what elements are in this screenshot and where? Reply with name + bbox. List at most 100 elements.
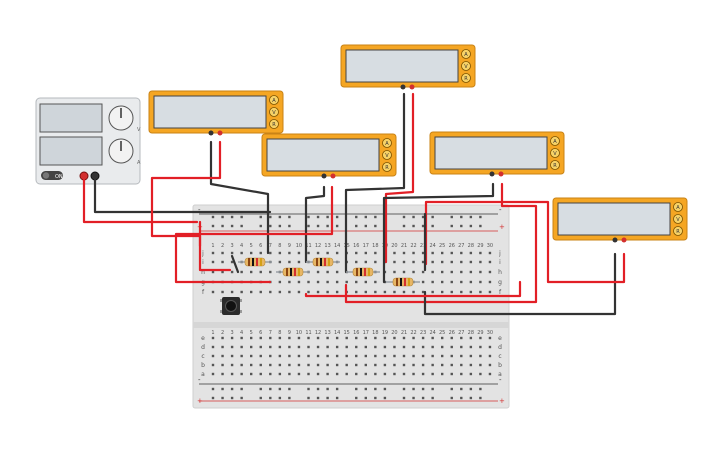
rail-hole[interactable] [269,224,272,228]
breadboard-hole[interactable] [278,354,282,358]
breadboard-hole[interactable] [479,290,482,294]
breadboard-hole[interactable] [221,290,224,294]
breadboard-hole[interactable] [326,372,329,376]
breadboard-hole[interactable] [364,345,367,349]
mode-button-v[interactable] [550,148,560,158]
breadboard-hole[interactable] [326,280,329,284]
breadboard-hole[interactable] [316,363,320,367]
breadboard-hole[interactable] [479,363,482,367]
breadboard-hole[interactable] [412,336,415,340]
rail-hole[interactable] [211,387,215,391]
resistor[interactable] [346,267,380,277]
rail-hole[interactable] [269,387,272,391]
breadboard-hole[interactable] [211,251,215,255]
breadboard-hole[interactable] [326,363,329,367]
breadboard-hole[interactable] [335,270,339,274]
breadboard-hole[interactable] [288,345,291,349]
rail-hole[interactable] [412,215,415,219]
breadboard-hole[interactable] [240,251,243,255]
breadboard-hole[interactable] [259,372,262,376]
breadboard-hole[interactable] [221,251,224,255]
breadboard-hole[interactable] [230,260,234,264]
breadboard-hole[interactable] [374,363,377,367]
breadboard-hole[interactable] [421,336,425,340]
rail-hole[interactable] [230,396,234,400]
breadboard-hole[interactable] [412,251,415,255]
rail-hole[interactable] [460,215,463,219]
rail-hole[interactable] [316,387,320,391]
rail-hole[interactable] [240,387,243,391]
mode-button-r[interactable] [382,162,392,172]
breadboard-hole[interactable] [393,336,396,340]
rail-hole[interactable] [364,387,367,391]
breadboard-hole[interactable] [431,280,434,284]
mode-button-r[interactable] [550,160,560,170]
breadboard-hole[interactable] [250,345,253,349]
rail-hole[interactable] [278,215,282,219]
breadboard-hole[interactable] [230,270,234,274]
breadboard-hole[interactable] [412,290,415,294]
rail-hole[interactable] [221,387,224,391]
breadboard-hole[interactable] [374,280,377,284]
rail-hole[interactable] [402,387,406,391]
breadboard-hole[interactable] [450,251,453,255]
rail-hole[interactable] [374,396,377,400]
breadboard-hole[interactable] [211,290,215,294]
breadboard-hole[interactable] [450,270,453,274]
breadboard-hole[interactable] [431,260,434,264]
breadboard-hole[interactable] [383,372,387,376]
breadboard-hole[interactable] [441,280,444,284]
breadboard-hole[interactable] [288,251,291,255]
breadboard-hole[interactable] [288,363,291,367]
breadboard-hole[interactable] [421,260,425,264]
breadboard-hole[interactable] [345,280,348,284]
rail-hole[interactable] [450,396,453,400]
breadboard-hole[interactable] [460,345,463,349]
mode-button-r[interactable] [673,226,683,236]
black-probe-socket[interactable] [400,84,406,90]
breadboard-hole[interactable] [469,251,473,255]
breadboard-hole[interactable] [421,251,425,255]
breadboard-hole[interactable] [421,345,425,349]
breadboard-hole[interactable] [393,354,396,358]
rail-hole[interactable] [259,215,262,219]
black-probe-socket[interactable] [612,237,618,243]
breadboard-hole[interactable] [355,345,358,349]
breadboard-hole[interactable] [297,251,301,255]
breadboard-hole[interactable] [259,290,262,294]
breadboard-hole[interactable] [364,251,367,255]
breadboard-hole[interactable] [240,336,243,340]
breadboard-hole[interactable] [230,336,234,340]
breadboard-hole[interactable] [250,363,253,367]
rail-hole[interactable] [412,224,415,228]
breadboard-hole[interactable] [393,372,396,376]
breadboard-hole[interactable] [479,280,482,284]
rail-hole[interactable] [374,387,377,391]
rail-hole[interactable] [450,224,453,228]
breadboard-hole[interactable] [488,280,492,284]
breadboard-hole[interactable] [364,372,367,376]
rail-hole[interactable] [278,396,282,400]
breadboard-hole[interactable] [374,354,377,358]
breadboard-hole[interactable] [479,260,482,264]
breadboard-hole[interactable] [355,363,358,367]
breadboard-hole[interactable] [259,354,262,358]
breadboard-hole[interactable] [221,270,224,274]
rail-hole[interactable] [431,215,434,219]
breadboard-hole[interactable] [479,251,482,255]
breadboard-hole[interactable] [278,345,282,349]
breadboard-hole[interactable] [307,251,310,255]
wires[interactable] [82,92,626,316]
breadboard-hole[interactable] [460,372,463,376]
breadboard-hole[interactable] [335,290,339,294]
breadboard-hole[interactable] [460,260,463,264]
black-probe-socket[interactable] [489,171,495,177]
breadboard-hole[interactable] [441,336,444,340]
breadboard-hole[interactable] [421,372,425,376]
breadboard-hole[interactable] [402,251,406,255]
rail-hole[interactable] [278,224,282,228]
rail-hole[interactable] [402,224,406,228]
breadboard-hole[interactable] [230,363,234,367]
breadboard-hole[interactable] [297,372,301,376]
breadboard-hole[interactable] [316,336,320,340]
